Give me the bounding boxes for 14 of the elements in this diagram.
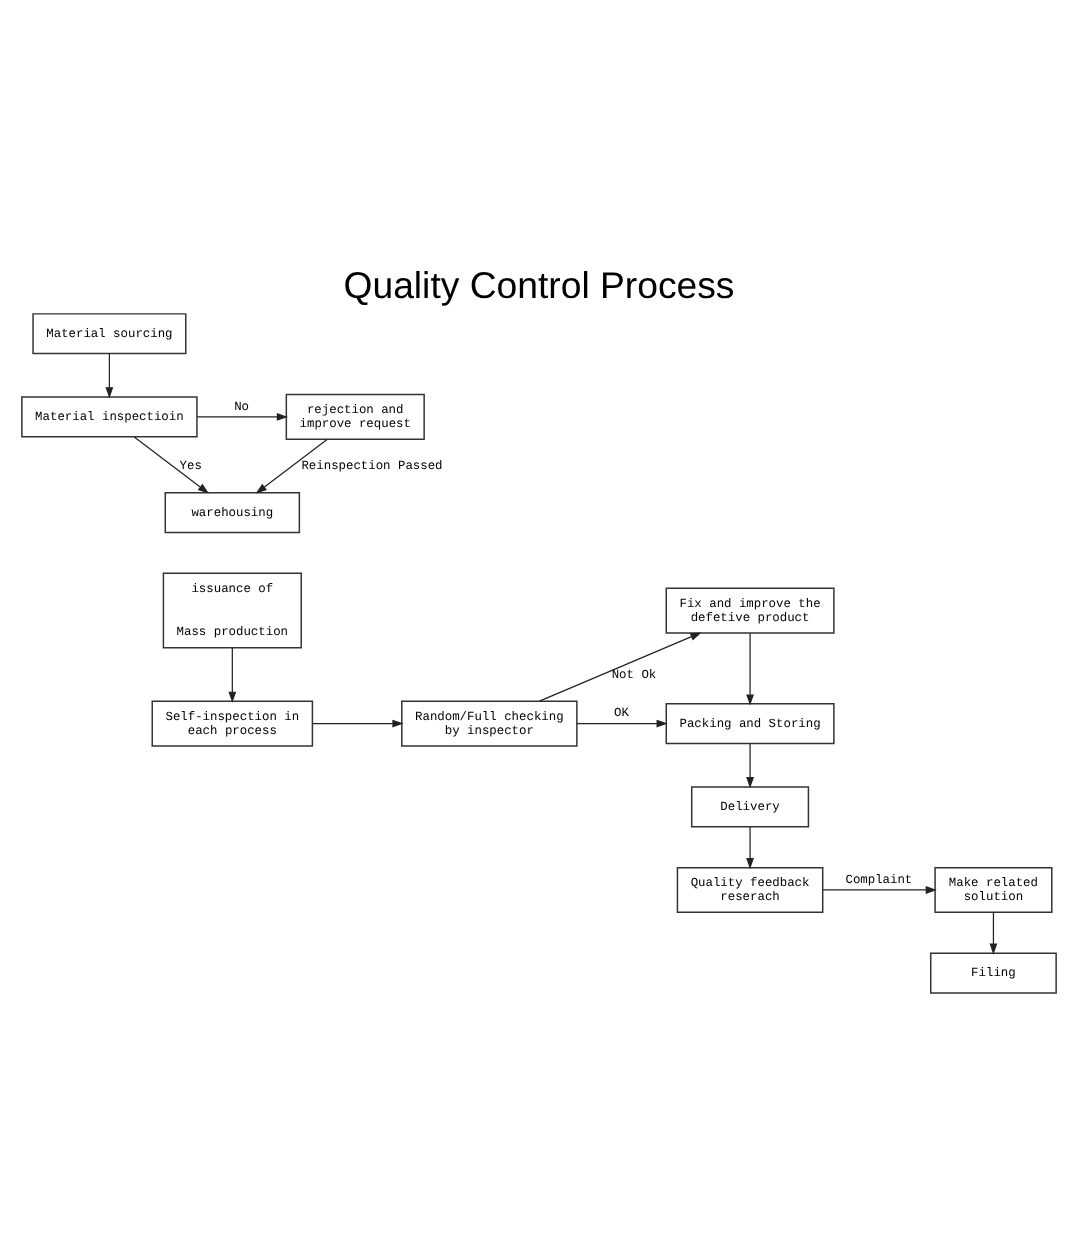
arrow: [105, 352, 114, 398]
diagram-title: Quality Control Process: [343, 262, 735, 305]
arrow: [746, 825, 754, 869]
arrow: [133, 435, 209, 493]
arrow: [196, 412, 288, 420]
arrow: [746, 631, 754, 705]
arrow: [576, 718, 668, 727]
arrow: [538, 631, 702, 701]
arrow: [822, 885, 937, 893]
arrow: [312, 718, 404, 727]
arrow: [989, 910, 998, 954]
arrow: [228, 646, 237, 702]
arrow: [255, 437, 328, 493]
arrow: [746, 741, 754, 788]
